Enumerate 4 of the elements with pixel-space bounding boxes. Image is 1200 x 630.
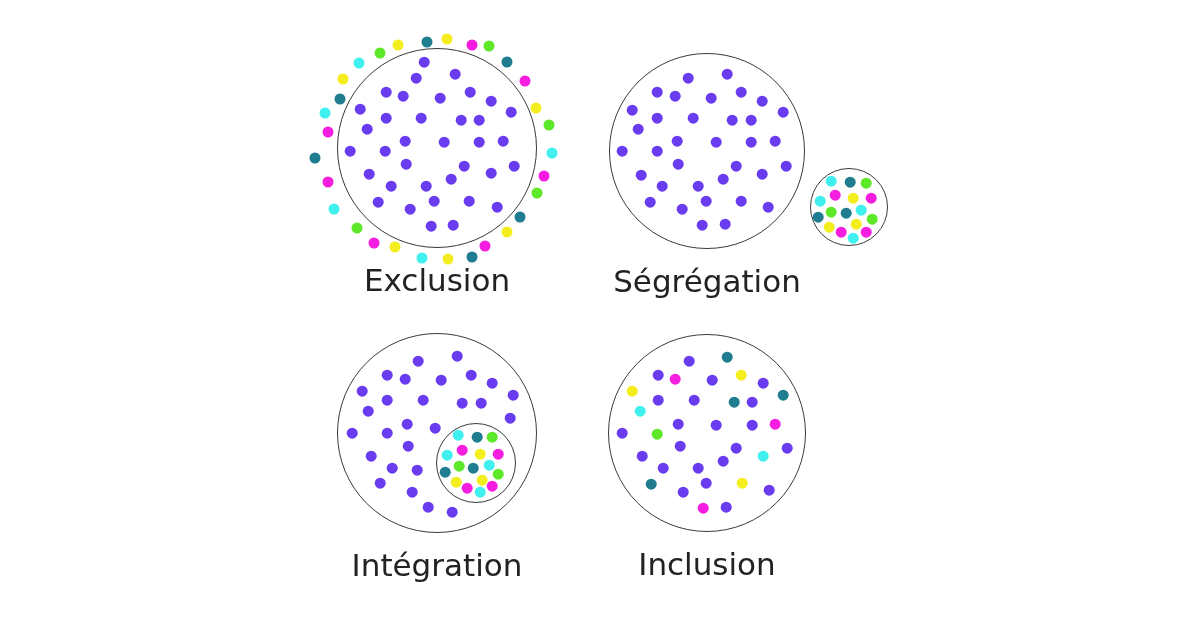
panel-caption: Intégration (351, 548, 523, 583)
panel-caption: Inclusion (638, 547, 776, 582)
panel-caption: Ségrégation (613, 264, 801, 299)
panel-caption: Exclusion (363, 263, 511, 298)
